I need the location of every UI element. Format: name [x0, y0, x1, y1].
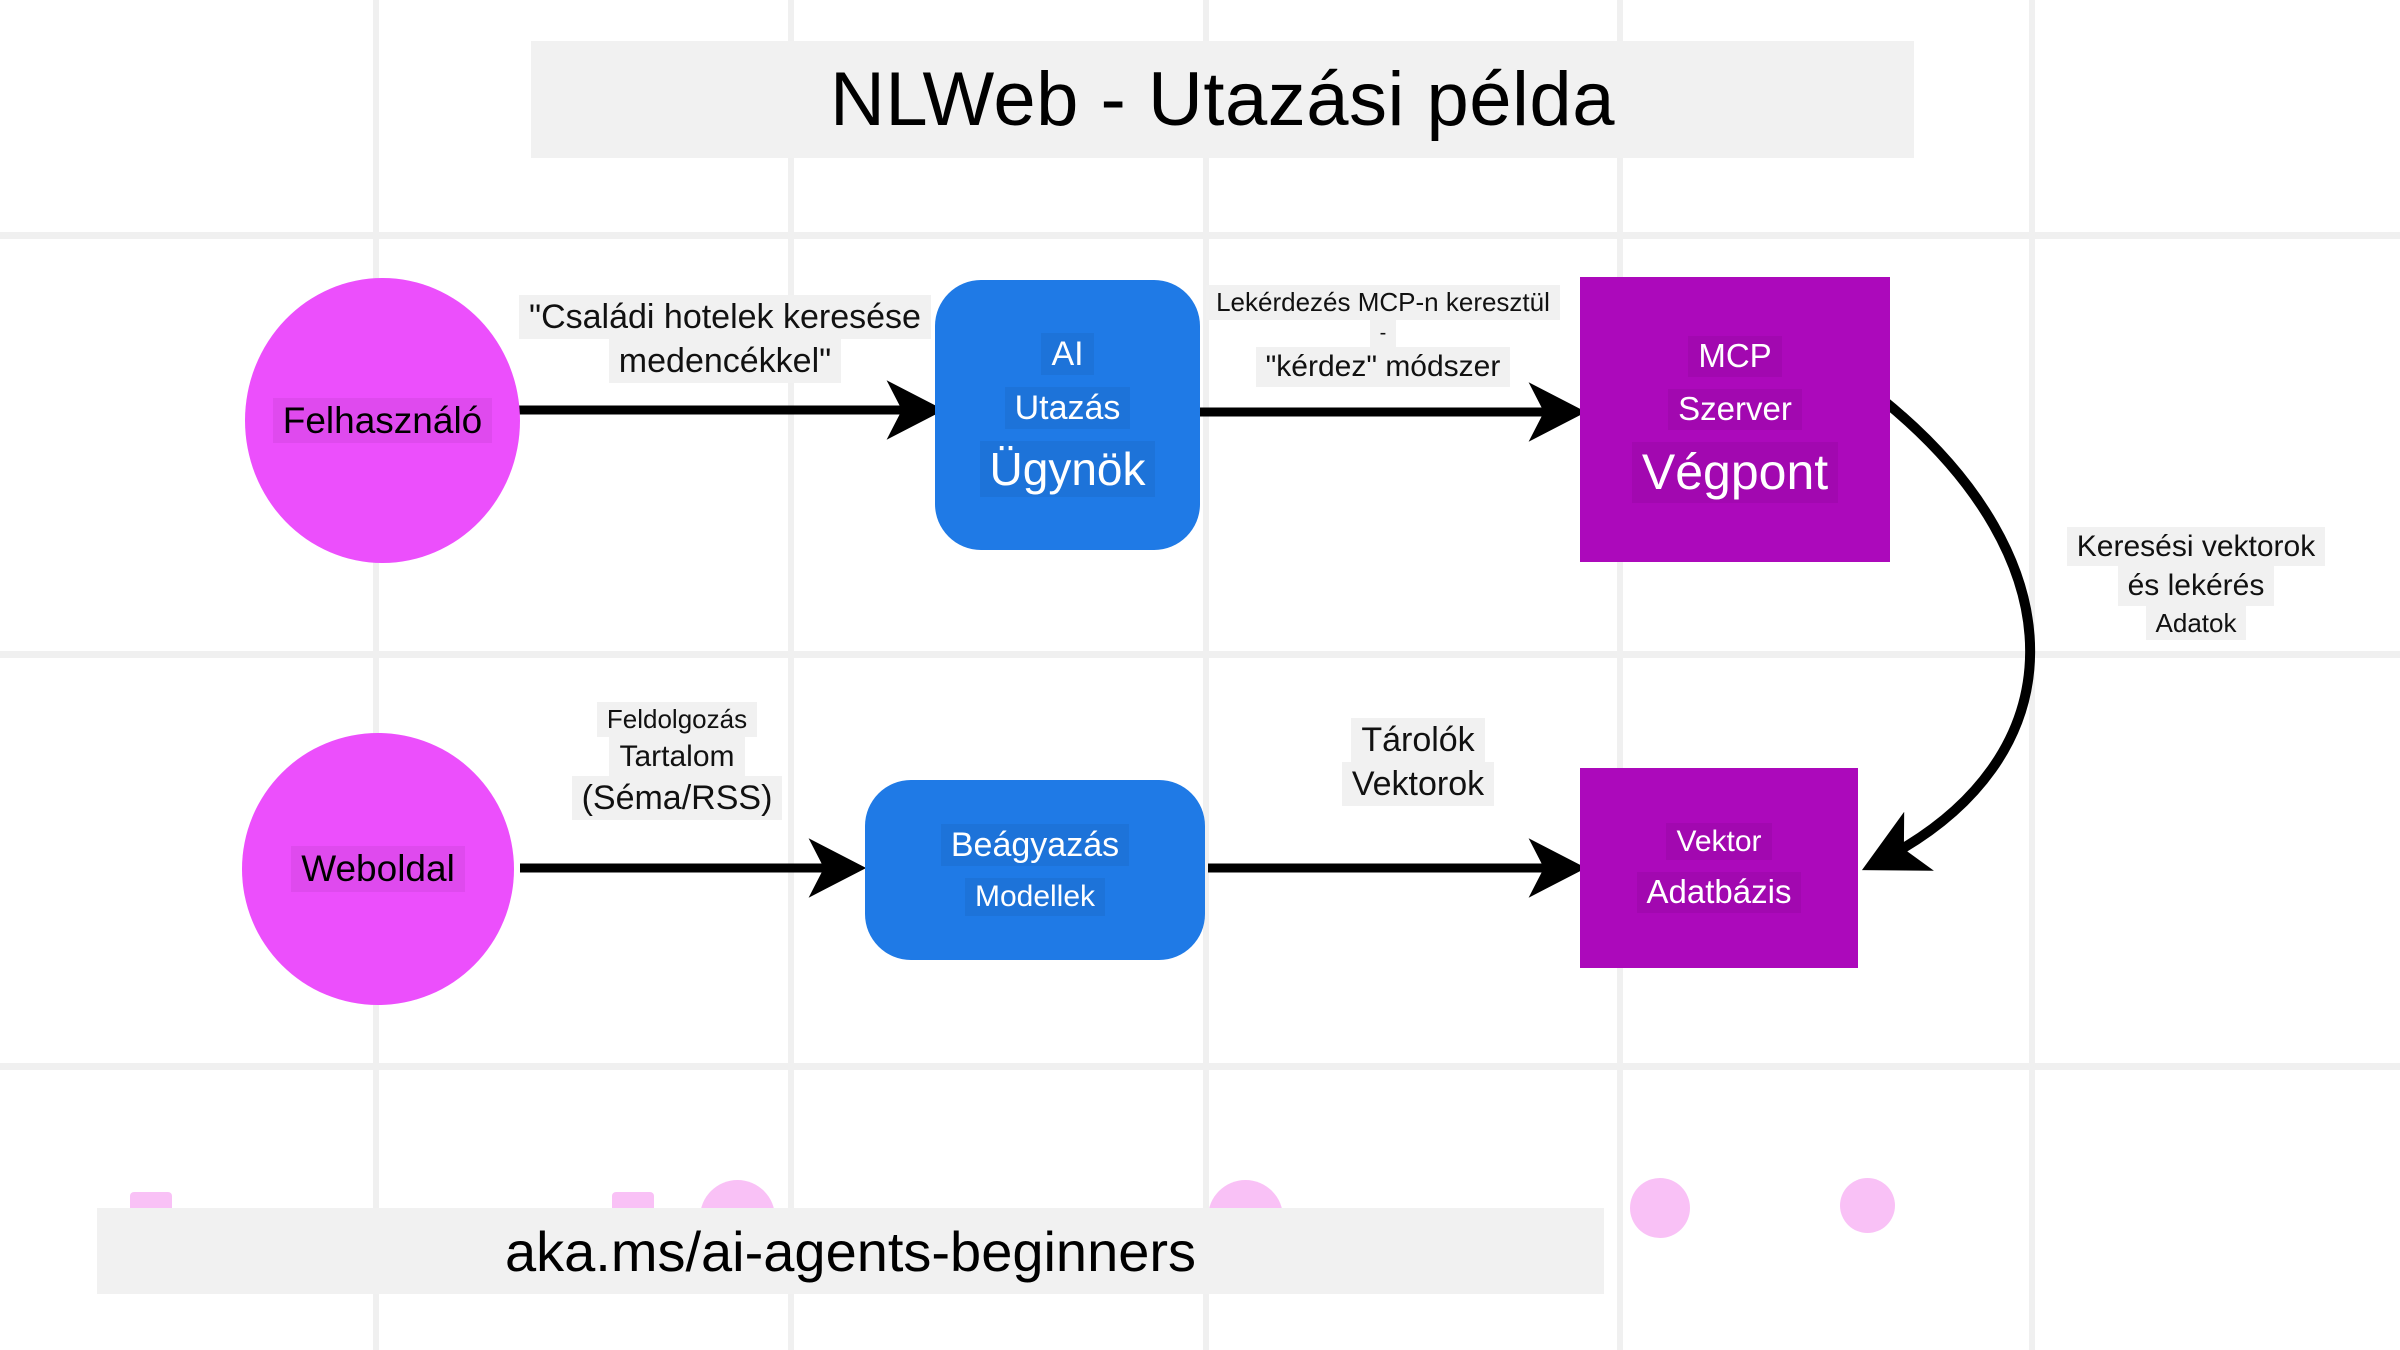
node-website[interactable]: Weboldal [242, 733, 514, 1005]
node-mcp-label-1: MCP [1688, 336, 1782, 377]
decorative-shape [1630, 1178, 1690, 1238]
edge-label-embedding-to-vectordb: Tárolók Vektorok [1268, 718, 1568, 807]
node-user[interactable]: Felhasználó [245, 278, 520, 563]
node-website-label-1: Weboldal [291, 846, 465, 892]
node-agent-label-3: Ügynök [979, 440, 1156, 498]
node-agent-label-2: Utazás [1004, 386, 1131, 429]
node-vectordb-label-1: Vektor [1666, 822, 1772, 861]
node-embedding-models[interactable]: Beágyazás Modellek [865, 780, 1205, 960]
decorative-shape [1840, 1178, 1895, 1233]
grid-line-horizontal [0, 232, 2400, 239]
node-user-label-1: Felhasználó [272, 397, 493, 444]
edge-label-line: és lekérés [2117, 566, 2275, 606]
footer-banner: aka.ms/ai-agents-beginners [97, 1208, 1604, 1294]
edge-label-line: Adatok [2145, 605, 2247, 641]
page-title: NLWeb - Utazási példa [830, 57, 1615, 142]
edge-label-line: Lekérdezés MCP-n keresztül [1206, 285, 1560, 320]
edge-label-line: (Séma/RSS) [571, 776, 783, 821]
edge-label-line: medencékkel" [608, 339, 842, 384]
edge-label-line: Feldolgozás [596, 702, 758, 737]
grid-line-vertical [373, 0, 379, 1350]
edge-label-line: Tárolók [1351, 718, 1485, 763]
edge-label-user-to-agent: "Családi hotelek keresése medencékkel" [515, 295, 935, 384]
grid-line-horizontal [0, 1063, 2400, 1070]
node-ai-travel-agent[interactable]: AI Utazás Ügynök [935, 280, 1200, 550]
edge-label-agent-to-mcp: Lekérdezés MCP-n keresztül - "kérdez" mó… [1206, 285, 1560, 387]
node-mcp-label-2: Szerver [1668, 389, 1802, 430]
node-embedding-label-1: Beágyazás [940, 824, 1130, 867]
node-vectordb-label-2: Adatbázis [1636, 872, 1802, 914]
edge-label-mcp-to-vectordb: Keresési vektorok és lekérés Adatok [2046, 527, 2346, 641]
edge-label-line: Vektorok [1341, 762, 1495, 807]
node-mcp-label-3: Végpont [1631, 441, 1839, 503]
edge-label-dash: - [1369, 319, 1397, 348]
node-embedding-label-2: Modellek [964, 878, 1106, 916]
node-mcp-server-endpoint[interactable]: MCP Szerver Végpont [1580, 277, 1890, 562]
edge-label-line: "kérdez" módszer [1255, 347, 1511, 387]
edge-label-website-to-embedding: Feldolgozás Tartalom (Séma/RSS) [527, 702, 827, 821]
grid-line-vertical [2029, 0, 2035, 1350]
node-vector-database[interactable]: Vektor Adatbázis [1580, 768, 1858, 968]
grid-line-vertical [1203, 0, 1209, 1350]
title-banner: NLWeb - Utazási példa [531, 41, 1914, 158]
edge-label-line: "Családi hotelek keresése [519, 295, 931, 340]
grid-line-vertical [1617, 0, 1623, 1350]
footer-link-text: aka.ms/ai-agents-beginners [504, 1219, 1197, 1283]
grid-line-horizontal [0, 651, 2400, 658]
edge-label-line: Tartalom [609, 736, 745, 777]
node-agent-label-1: AI [1041, 332, 1094, 375]
arrow-mcp-to-vectordb [1861, 396, 2035, 871]
grid-line-vertical [788, 0, 794, 1350]
edge-label-line: Keresési vektorok [2066, 527, 2326, 567]
